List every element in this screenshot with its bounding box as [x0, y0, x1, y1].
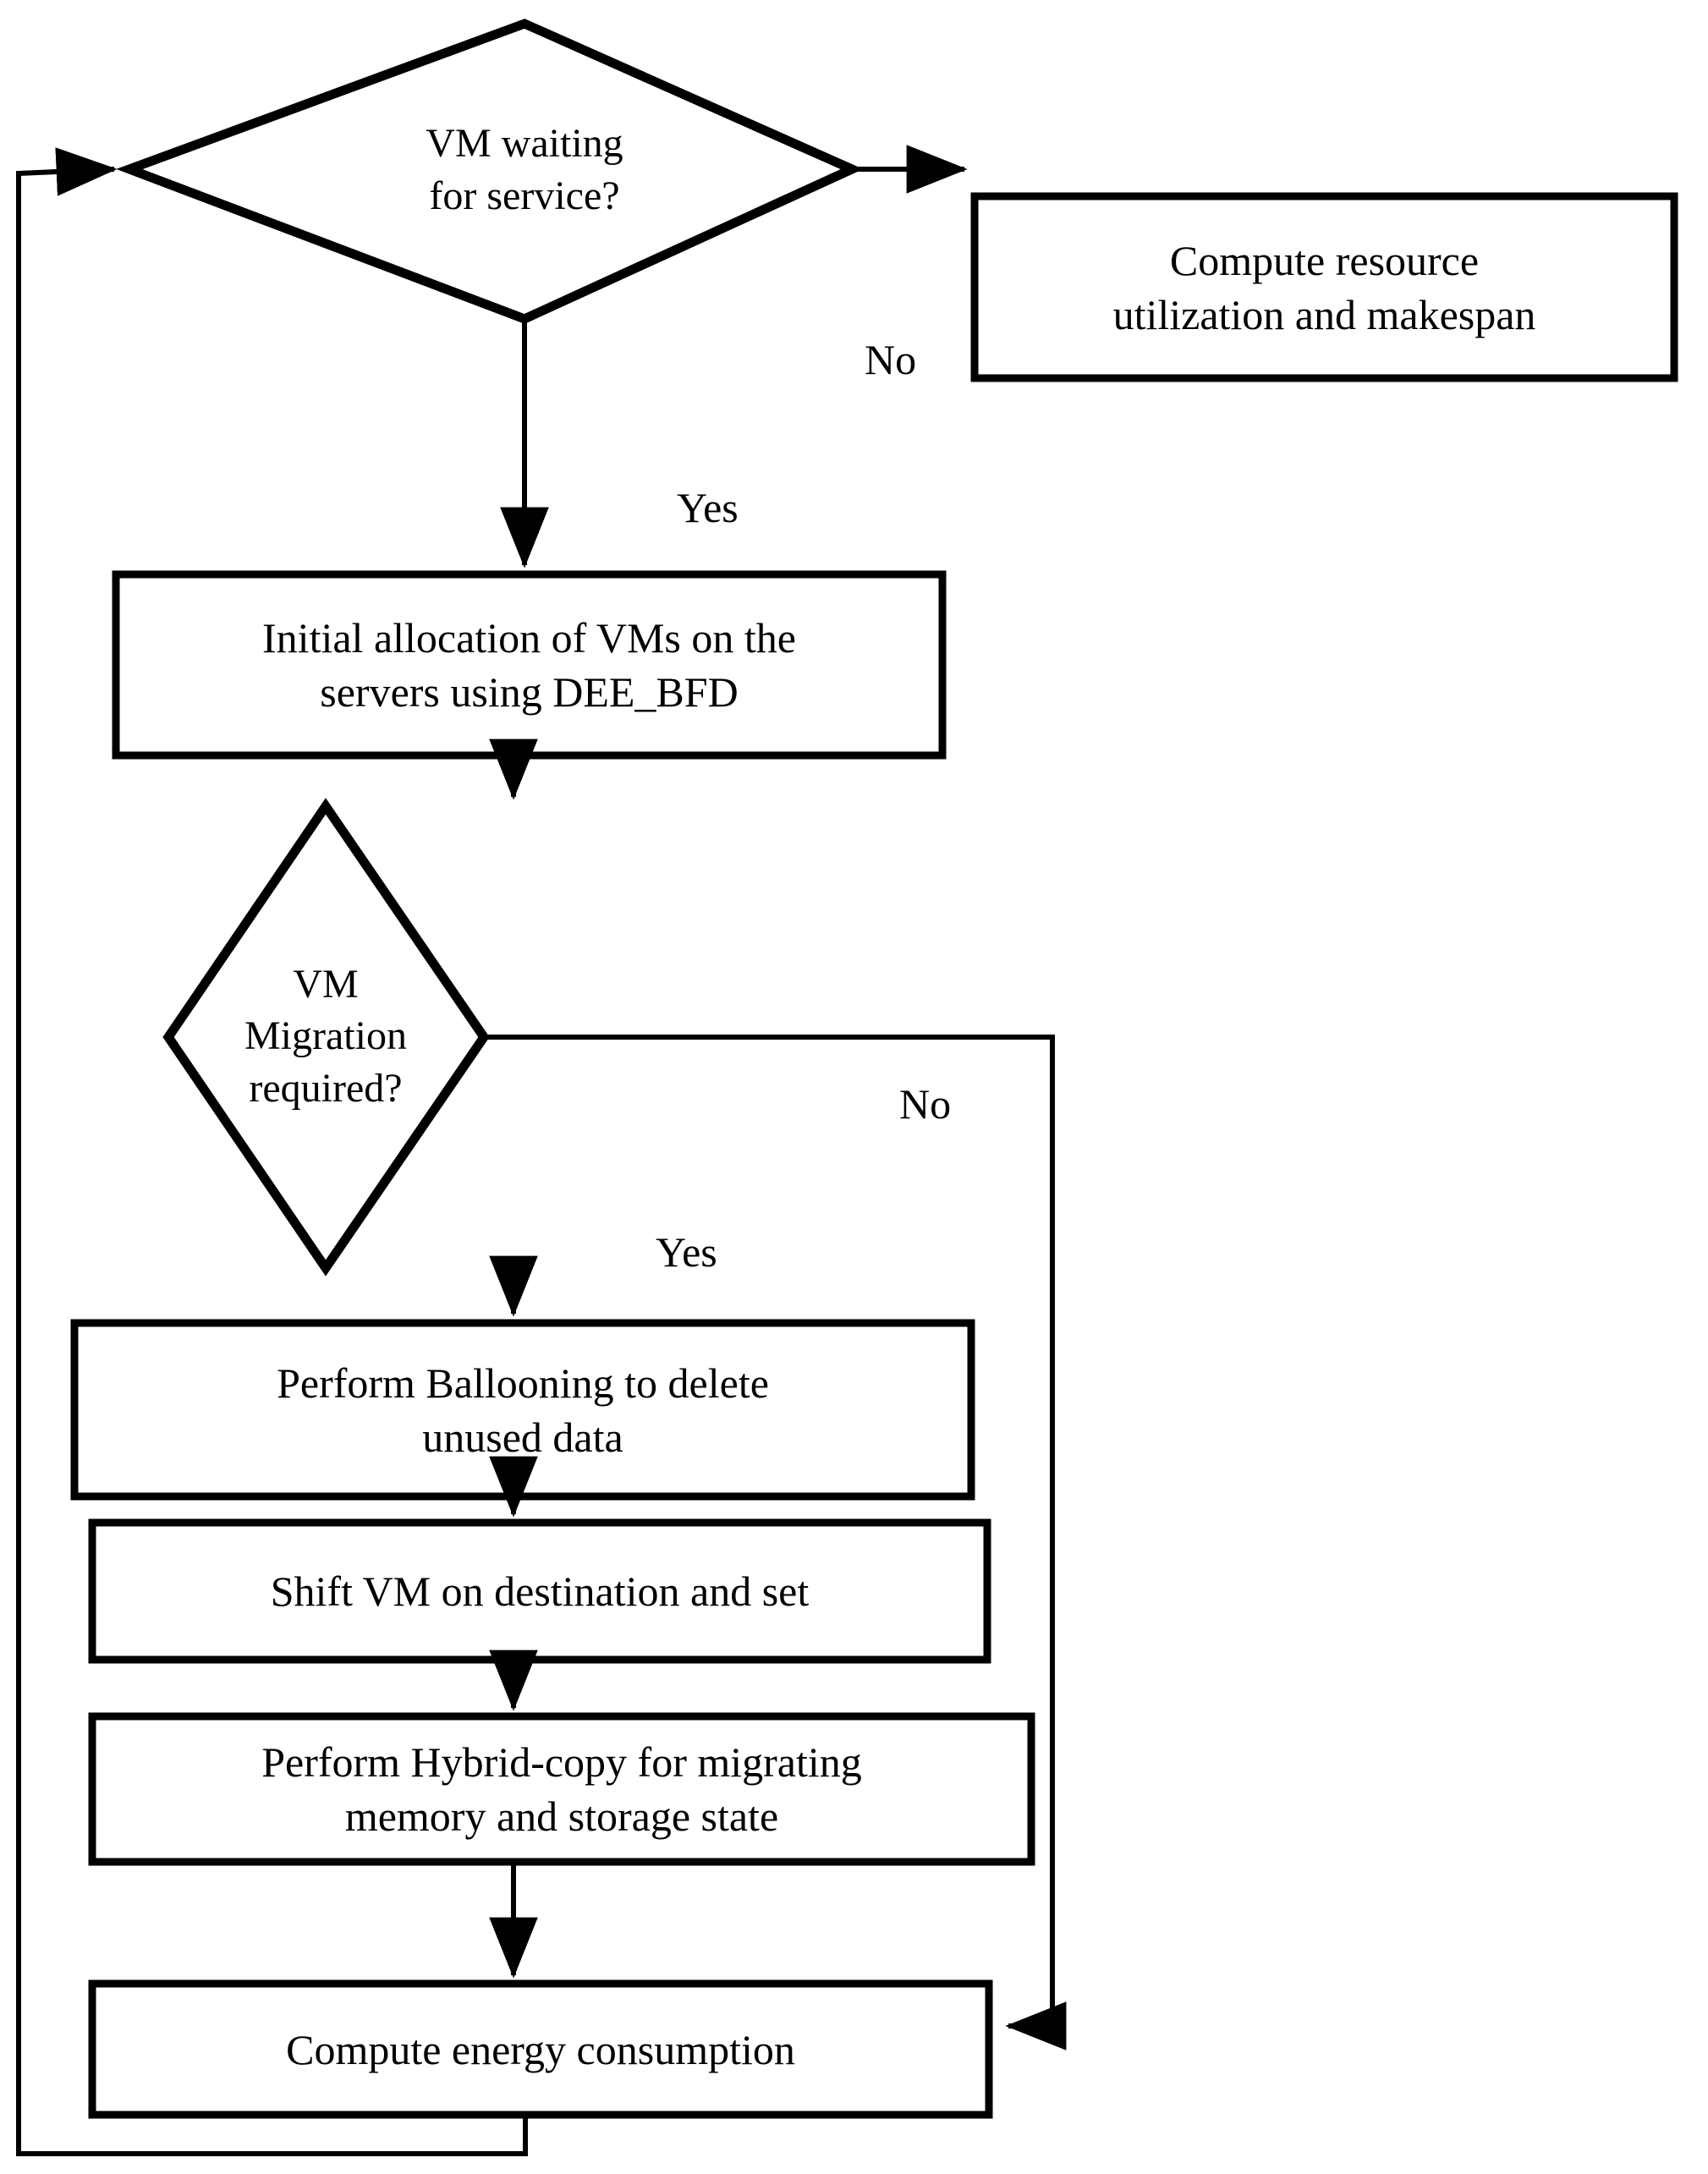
edge-label-waiting-no: No	[865, 336, 917, 383]
shift-vm-shape	[88, 1518, 991, 1664]
perform-hybrid-copy-shape	[88, 1712, 1035, 1866]
vm-migration-decision-shape	[162, 798, 490, 1276]
vm-waiting-decision-shape	[116, 19, 864, 324]
edge-migration-no	[486, 1035, 1067, 2050]
edge-label-waiting-yes: Yes	[677, 484, 739, 531]
perform-ballooning-shape	[70, 1319, 975, 1501]
compute-energy-shape	[88, 1979, 993, 2119]
edge-label-migration-no: No	[899, 1080, 952, 1128]
initial-allocation-shape	[112, 570, 947, 760]
edge-feedback-loop	[16, 147, 528, 2156]
edge-label-migration-yes: Yes	[656, 1228, 717, 1276]
compute-resource-utilization-shape	[970, 192, 1678, 382]
